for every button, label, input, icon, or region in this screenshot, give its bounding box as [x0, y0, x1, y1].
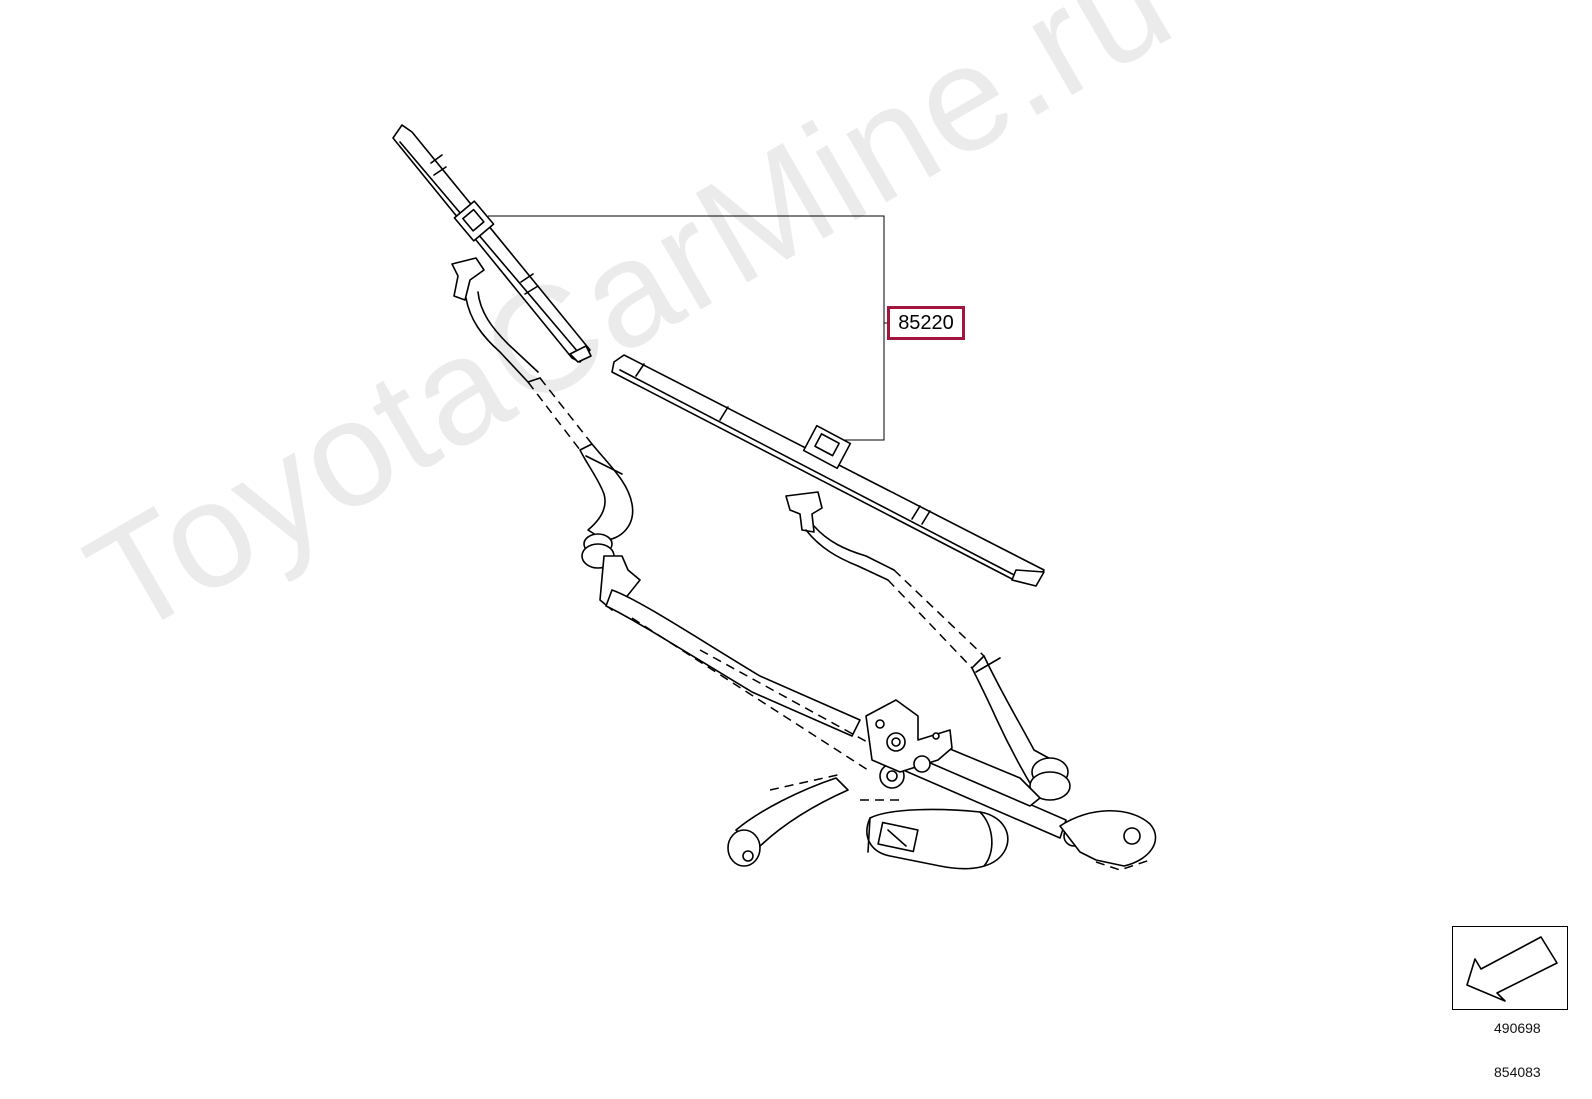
wiper-motor[interactable] — [860, 699, 1009, 870]
navigation-arrow-button[interactable] — [1452, 926, 1568, 1010]
figure-id: 490698 — [1494, 1020, 1541, 1036]
page-id: 854083 — [1494, 1064, 1541, 1080]
left-wiper-blade[interactable] — [392, 124, 592, 363]
part-number-callout[interactable]: 85220 — [887, 306, 965, 340]
right-wiper-arm[interactable] — [785, 491, 1071, 801]
right-wiper-blade[interactable] — [611, 354, 1045, 587]
arrow-down-left-icon — [1466, 936, 1558, 1002]
left-wiper-arm[interactable] — [451, 257, 634, 569]
